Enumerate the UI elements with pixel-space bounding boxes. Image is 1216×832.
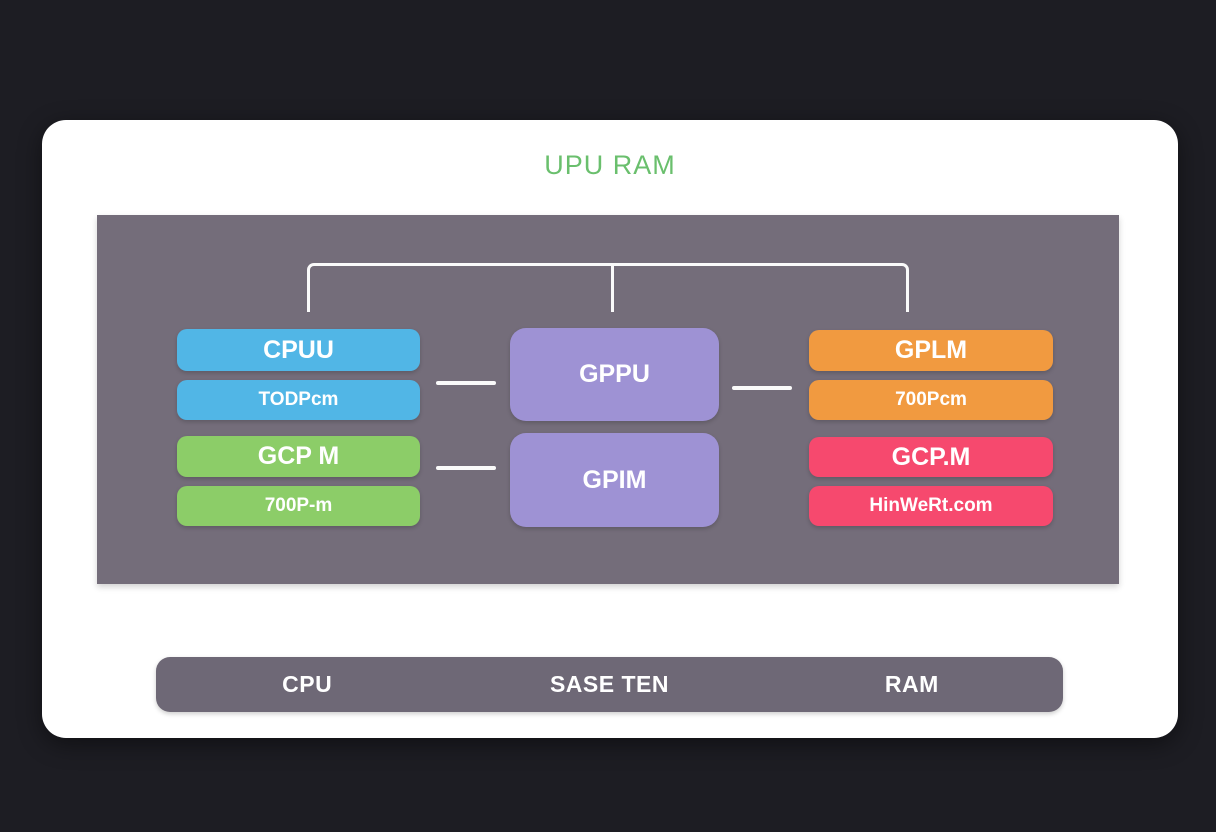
legend-item-ram: RAM <box>884 671 939 697</box>
node-cpuu: CPUU <box>177 329 420 371</box>
connector-left-middle-bottom <box>436 466 496 470</box>
node-todpcm: TODPcm <box>177 380 420 420</box>
top-bracket-connector <box>307 263 909 312</box>
top-bracket-middle-drop <box>611 263 614 312</box>
page-title: UPU RAM <box>544 150 676 180</box>
node-gpim: GPIM <box>510 433 719 527</box>
node-gppu: GPPU <box>510 328 719 421</box>
node-gcp-m: GCP M <box>177 436 420 477</box>
legend-item-cpu: CPU <box>282 671 333 697</box>
diagram-panel: CPUU TODPcm GCP M 700P-m GPPU GPIM GPLM … <box>97 215 1119 584</box>
node-gplm: GPLM <box>809 330 1053 371</box>
node-hinwert-com: HinWeRt.com <box>809 486 1053 526</box>
connector-left-middle-top <box>436 381 496 385</box>
node-700p-m: 700P-m <box>177 486 420 526</box>
legend-bar: CPU SASE TEN RAM <box>156 657 1063 712</box>
node-700pcm: 700Pcm <box>809 380 1053 420</box>
node-gcp-dot-m: GCP.M <box>809 437 1053 477</box>
diagram-card: UPU RAM CPUU TODPcm GCP M 700P-m GPPU GP… <box>42 120 1178 738</box>
connector-middle-right <box>732 386 792 390</box>
legend-item-sase-ten: SASE TEN <box>549 671 669 697</box>
